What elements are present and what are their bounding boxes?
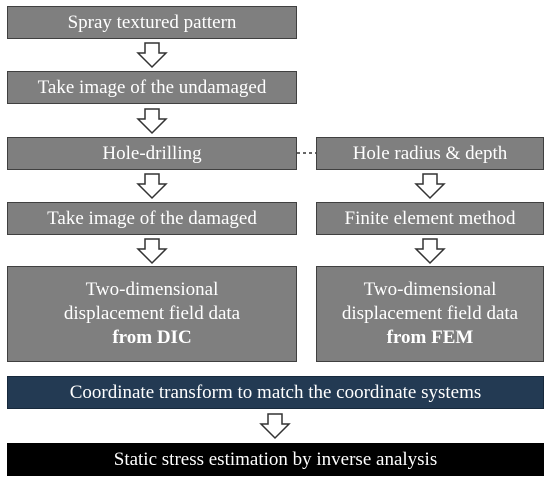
step-take-image-undamaged: Take image of the undamaged xyxy=(7,71,297,104)
step-finite-element-method: Finite element method xyxy=(316,202,544,235)
step-displacement-from-dic: Two-dimensional displacement field data … xyxy=(7,266,297,362)
step-hole-radius-depth: Hole radius & depth xyxy=(316,137,544,170)
down-arrow-icon-2 xyxy=(136,108,168,135)
step-hole-drilling-label: Hole-drilling xyxy=(102,142,202,164)
down-arrow-icon-6 xyxy=(414,238,446,265)
dic-line-3: from DIC xyxy=(112,327,192,348)
step-coordinate-transform: Coordinate transform to match the coordi… xyxy=(7,376,544,409)
step-damaged-label: Take image of the damaged xyxy=(47,207,257,229)
step-take-image-damaged: Take image of the damaged xyxy=(7,202,297,235)
dic-line-1: Two-dimensional xyxy=(85,279,219,300)
down-arrow-icon-4 xyxy=(136,238,168,265)
down-arrow-icon-1 xyxy=(136,42,168,69)
step-hole-radius-label: Hole radius & depth xyxy=(352,142,508,164)
down-arrow-icon-5 xyxy=(414,173,446,200)
step-spray-label: Spray textured pattern xyxy=(67,11,237,33)
step-static-stress-label: Static stress estimation by inverse anal… xyxy=(113,448,438,470)
step-undamaged-label: Take image of the undamaged xyxy=(37,76,267,98)
down-arrow-icon-3 xyxy=(136,173,168,200)
fem-line-2: displacement field data xyxy=(341,303,519,324)
down-arrow-icon-7 xyxy=(259,413,291,440)
fem-line-1: Two-dimensional xyxy=(363,279,497,300)
step-spray-textured-pattern: Spray textured pattern xyxy=(7,6,297,39)
dic-line-2: displacement field data xyxy=(63,303,241,324)
step-fem-label: Finite element method xyxy=(344,207,516,229)
step-coordinate-label: Coordinate transform to match the coordi… xyxy=(69,381,482,403)
step-static-stress-estimation: Static stress estimation by inverse anal… xyxy=(7,443,544,476)
step-displacement-from-fem: Two-dimensional displacement field data … xyxy=(316,266,544,362)
fem-line-3: from FEM xyxy=(386,327,474,348)
dashed-connector xyxy=(297,152,316,154)
step-hole-drilling: Hole-drilling xyxy=(7,137,297,170)
